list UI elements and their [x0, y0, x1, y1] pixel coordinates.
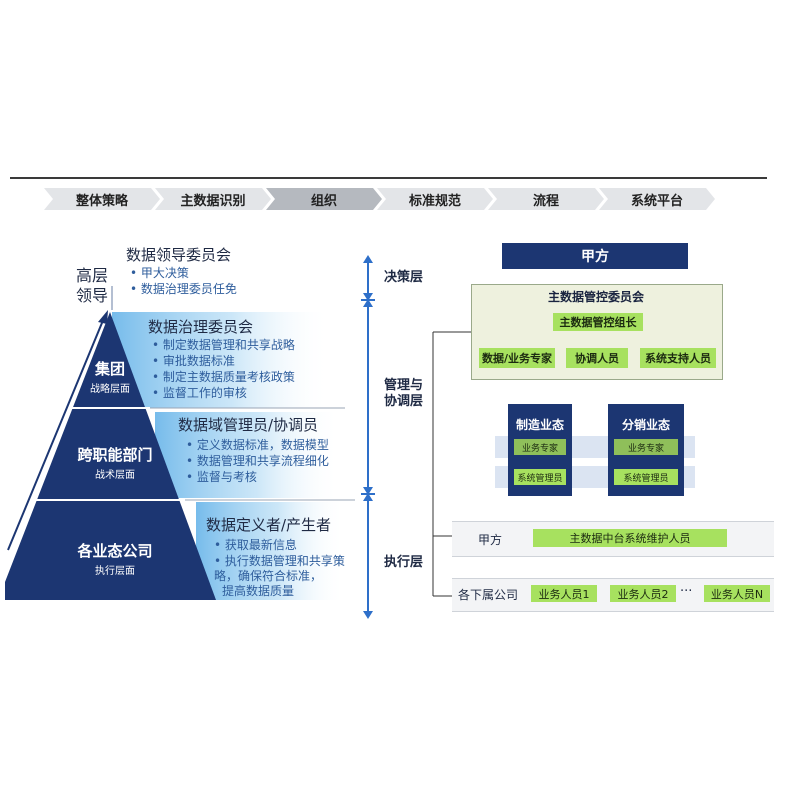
nav-step-process[interactable]: 流程 — [488, 188, 604, 210]
sub-row-item-n: 业务人员N — [704, 585, 770, 602]
unit-manufacturing-row-1: 业务专家 — [514, 439, 566, 455]
governance-bullet-1: • 制定数据管理和共享战略 — [152, 338, 295, 352]
band-execution — [196, 502, 345, 600]
axis-marker-2-down — [363, 487, 373, 495]
definer-bullet-1-text: 获取最新信息 — [224, 538, 297, 552]
top-label: 高层 领导 — [76, 266, 108, 306]
leader-group-box: 主数据管控组长 — [553, 313, 643, 331]
governance-bullet-2: • 审批数据标准 — [152, 354, 235, 368]
unit-distribution-row-2: 系统管理员 — [614, 469, 678, 485]
axis-arrow-top — [363, 255, 373, 263]
party-header: 甲方 — [502, 243, 688, 269]
leader-bullet-1: • 甲大决策 — [130, 266, 189, 280]
definer-bullet-3: 提高数据质量 — [222, 584, 294, 599]
domain-bullet-3-text: 监督与考核 — [196, 470, 257, 484]
sub-row-label: 各下属公司 — [458, 588, 519, 602]
axis-marker-2-up — [363, 493, 373, 501]
leader-bullet-2-text: 数据治理委员任免 — [140, 282, 237, 296]
nav-step-standards[interactable]: 标准规范 — [377, 188, 493, 210]
nav-step-platform[interactable]: 系统平台 — [599, 188, 715, 210]
domain-bullet-3: • 监督与考核 — [186, 470, 257, 484]
member-coordinator: 协调人员 — [566, 348, 628, 368]
domain-bullet-2: • 数据管理和共享流程细化 — [186, 454, 329, 468]
pyramid-graphic — [5, 286, 355, 600]
unit-manufacturing-row-2: 系统管理员 — [514, 469, 566, 485]
party-row-value: 主数据中台系统维护人员 — [533, 529, 727, 547]
sub-row-item-2: 业务人员2 — [610, 585, 676, 602]
level-name-cross-functional: 跨职能部门 — [77, 446, 153, 464]
leader-title: 数据领导委员会 — [126, 246, 232, 264]
sub-row-item-1: 业务人员1 — [531, 585, 597, 602]
leader-arrow-line — [7, 317, 105, 551]
governance-bullet-1-text: 制定数据管理和共享战略 — [162, 338, 295, 352]
band-strategic — [112, 312, 330, 408]
layer-management: 管理与协调层 — [384, 378, 424, 409]
domain-bullet-1-text: 定义数据标准，数据模型 — [196, 438, 329, 452]
axis-marker-1-up — [363, 299, 373, 307]
definer-bullet-2-text: 执行数据管理和共享策略，确保符合标准， — [214, 554, 345, 583]
top-label-line-1: 高层 — [76, 266, 109, 285]
role-title-governance: 数据治理委员会 — [148, 318, 254, 336]
committee-title: 主数据管控委员会 — [547, 290, 644, 304]
domain-bullet-2-text: 数据管理和共享流程细化 — [196, 454, 329, 468]
layer-axis — [361, 255, 375, 619]
level-sub-group: 战略层面 — [90, 384, 130, 395]
governance-bullet-4: • 监督工作的审核 — [152, 386, 247, 400]
level-sub-business-units: 执行层面 — [95, 566, 135, 577]
pyramid-body — [5, 312, 216, 600]
party-row-label: 甲方 — [478, 533, 503, 547]
layer-execution: 执行层 — [384, 555, 424, 570]
governance-bullet-4-text: 监督工作的审核 — [162, 386, 247, 400]
level-sub-cross-functional: 战术层面 — [95, 470, 135, 481]
leader-bullet-1-text: 甲大决策 — [140, 266, 189, 280]
layer-decision: 决策层 — [384, 270, 424, 285]
unit-distribution-row-1: 业务专家 — [614, 439, 678, 455]
governance-bullet-3: • 制定主数据质量考核政策 — [152, 370, 295, 384]
axis-arrow-bottom — [363, 611, 373, 619]
top-label-line-2: 领导 — [76, 286, 109, 305]
org-connector — [432, 331, 471, 599]
member-expert: 数据/业务专家 — [479, 348, 555, 368]
level-name-business-units: 各业态公司 — [77, 542, 153, 560]
nav-step-organization[interactable]: 组织 — [266, 188, 382, 210]
band-tactical — [155, 412, 340, 498]
role-title-domain: 数据域管理员/协调员 — [178, 416, 319, 434]
unit-manufacturing-name: 制造业态 — [515, 418, 564, 432]
nav-step-strategy[interactable]: 整体策略 — [44, 188, 160, 210]
domain-bullet-1: • 定义数据标准，数据模型 — [186, 438, 329, 452]
leader-bullet-2: • 数据治理委员任免 — [130, 282, 237, 296]
leader-arrow-head — [98, 310, 108, 324]
header-rule — [10, 177, 767, 179]
definer-bullet-2: • 执行数据管理和共享策略，确保符合标准， — [214, 554, 345, 583]
governance-bullet-3-text: 制定主数据质量考核政策 — [162, 370, 295, 384]
definer-bullet-1: • 获取最新信息 — [214, 538, 297, 552]
unit-distribution-name: 分销业态 — [621, 418, 670, 432]
level-name-group: 集团 — [94, 360, 125, 378]
sub-row-ellipsis: ··· — [680, 584, 693, 599]
member-system-support: 系统支持人员 — [640, 348, 716, 368]
definer-bullet-3-text: 提高数据质量 — [222, 584, 295, 598]
axis-marker-1-down — [363, 293, 373, 301]
governance-bullet-2-text: 审批数据标准 — [162, 354, 235, 368]
nav-step-identification[interactable]: 主数据识别 — [155, 188, 271, 210]
role-title-definer: 数据定义者/产生者 — [206, 516, 332, 534]
